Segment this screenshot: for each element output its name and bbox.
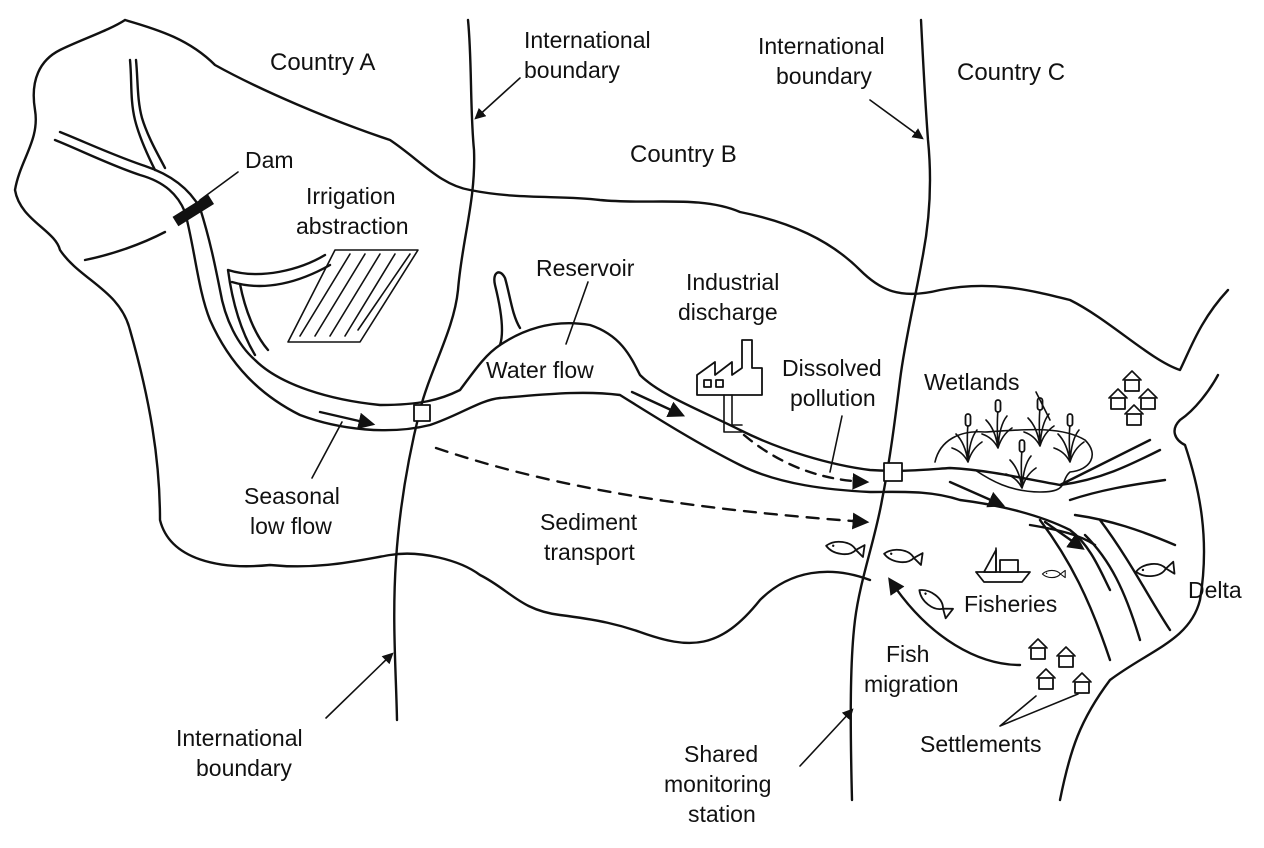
label-irrigation-line1: Irrigation (306, 183, 395, 209)
label-intl-boundary-2-line2: boundary (776, 63, 872, 89)
label-irrigation-line2: abstraction (296, 213, 409, 239)
fish-icon (1134, 560, 1176, 579)
wetland-outline (934, 428, 1093, 493)
monitoring-leader (799, 708, 854, 767)
label-sediment-line1: Sediment (540, 509, 638, 535)
reservoir-leader (565, 281, 589, 345)
label-dam: Dam (245, 147, 294, 173)
irrigation-canal (226, 253, 332, 357)
label-monitoring-line3: station (688, 801, 756, 827)
label-fish-migration-line2: migration (864, 671, 959, 697)
tributary-upper-2 (134, 58, 167, 170)
label-seasonal-line2: low flow (250, 513, 332, 539)
label-intl-boundary-1-line2: boundary (524, 57, 620, 83)
flow-arrow-lower (948, 480, 1006, 508)
label-wetlands: Wetlands (924, 369, 1019, 395)
river-south-bank (183, 210, 1112, 592)
label-country-a: Country A (270, 49, 375, 76)
fish-icon (824, 538, 866, 558)
label-dissolved-line2: pollution (790, 385, 876, 411)
monitoring-station-icon (883, 462, 903, 482)
reed-icon (951, 413, 983, 463)
label-delta: Delta (1188, 577, 1242, 603)
international-boundary-line-1 (393, 18, 476, 722)
fish-icon (882, 546, 924, 566)
dissolved-leader (829, 415, 843, 473)
label-water-flow: Water flow (486, 357, 594, 383)
boat-icon (975, 547, 1031, 583)
factory-icon (696, 339, 763, 433)
sediment-transport-arrow (434, 446, 870, 530)
house-icon (1056, 646, 1076, 668)
label-intl-boundary-3-line2: boundary (196, 755, 292, 781)
dam-icon (172, 194, 214, 227)
reed-icon (1023, 397, 1055, 447)
flow-arrow-main (630, 390, 686, 418)
label-dissolved-line1: Dissolved (782, 355, 882, 381)
label-industrial-line1: Industrial (686, 269, 779, 295)
boundary-leader-3 (325, 652, 394, 719)
tributary-upper (128, 58, 157, 172)
label-monitoring-line2: monitoring (664, 771, 771, 797)
monitoring-station-icon (413, 404, 431, 422)
house-icon (1072, 672, 1092, 694)
label-settlements: Settlements (920, 731, 1041, 757)
house-icon (1036, 668, 1056, 690)
international-boundary-line-2 (849, 18, 932, 802)
house-icon (1122, 370, 1142, 392)
tributary-left-2 (58, 130, 202, 210)
label-industrial-line2: discharge (678, 299, 778, 325)
label-country-c: Country C (957, 59, 1065, 86)
label-intl-boundary-3-line1: International (176, 725, 303, 751)
label-seasonal-line1: Seasonal (244, 483, 340, 509)
tributary-dam-inflow (83, 230, 167, 262)
boundary-leader-2 (869, 99, 924, 140)
house-icon (1138, 388, 1158, 410)
label-reservoir: Reservoir (536, 255, 635, 281)
tributary-left (53, 138, 187, 214)
flow-arrow-delta (1043, 520, 1085, 550)
basin-outline (13, 18, 1230, 802)
label-country-b: Country B (630, 141, 737, 168)
label-sediment-line2: transport (544, 539, 635, 565)
label-intl-boundary-1-line1: International (524, 27, 651, 53)
river-north-bank (198, 206, 1162, 487)
label-intl-boundary-2-line1: International (758, 33, 885, 59)
settlements-leader (999, 693, 1079, 727)
dam-leader (199, 171, 239, 201)
boundary-leader-1 (474, 77, 521, 120)
house-icon (1028, 638, 1048, 660)
delta-channels (1028, 438, 1177, 662)
seasonal-leader (311, 421, 343, 479)
reservoir-arm (493, 271, 522, 347)
fish-migration-arrow (888, 577, 1022, 667)
wetlands-leader (1035, 391, 1051, 421)
irrigation-field (287, 249, 419, 343)
label-monitoring-line1: Shared (684, 741, 758, 767)
fish-icon (914, 584, 954, 620)
dissolved-pollution-arrow (742, 433, 870, 490)
reed-icon (981, 399, 1013, 449)
label-fisheries: Fisheries (964, 591, 1057, 617)
house-icon (1108, 388, 1128, 410)
fish-icon (1041, 569, 1066, 579)
label-fish-migration-line1: Fish (886, 641, 929, 667)
flow-arrow-seasonal (318, 410, 376, 430)
